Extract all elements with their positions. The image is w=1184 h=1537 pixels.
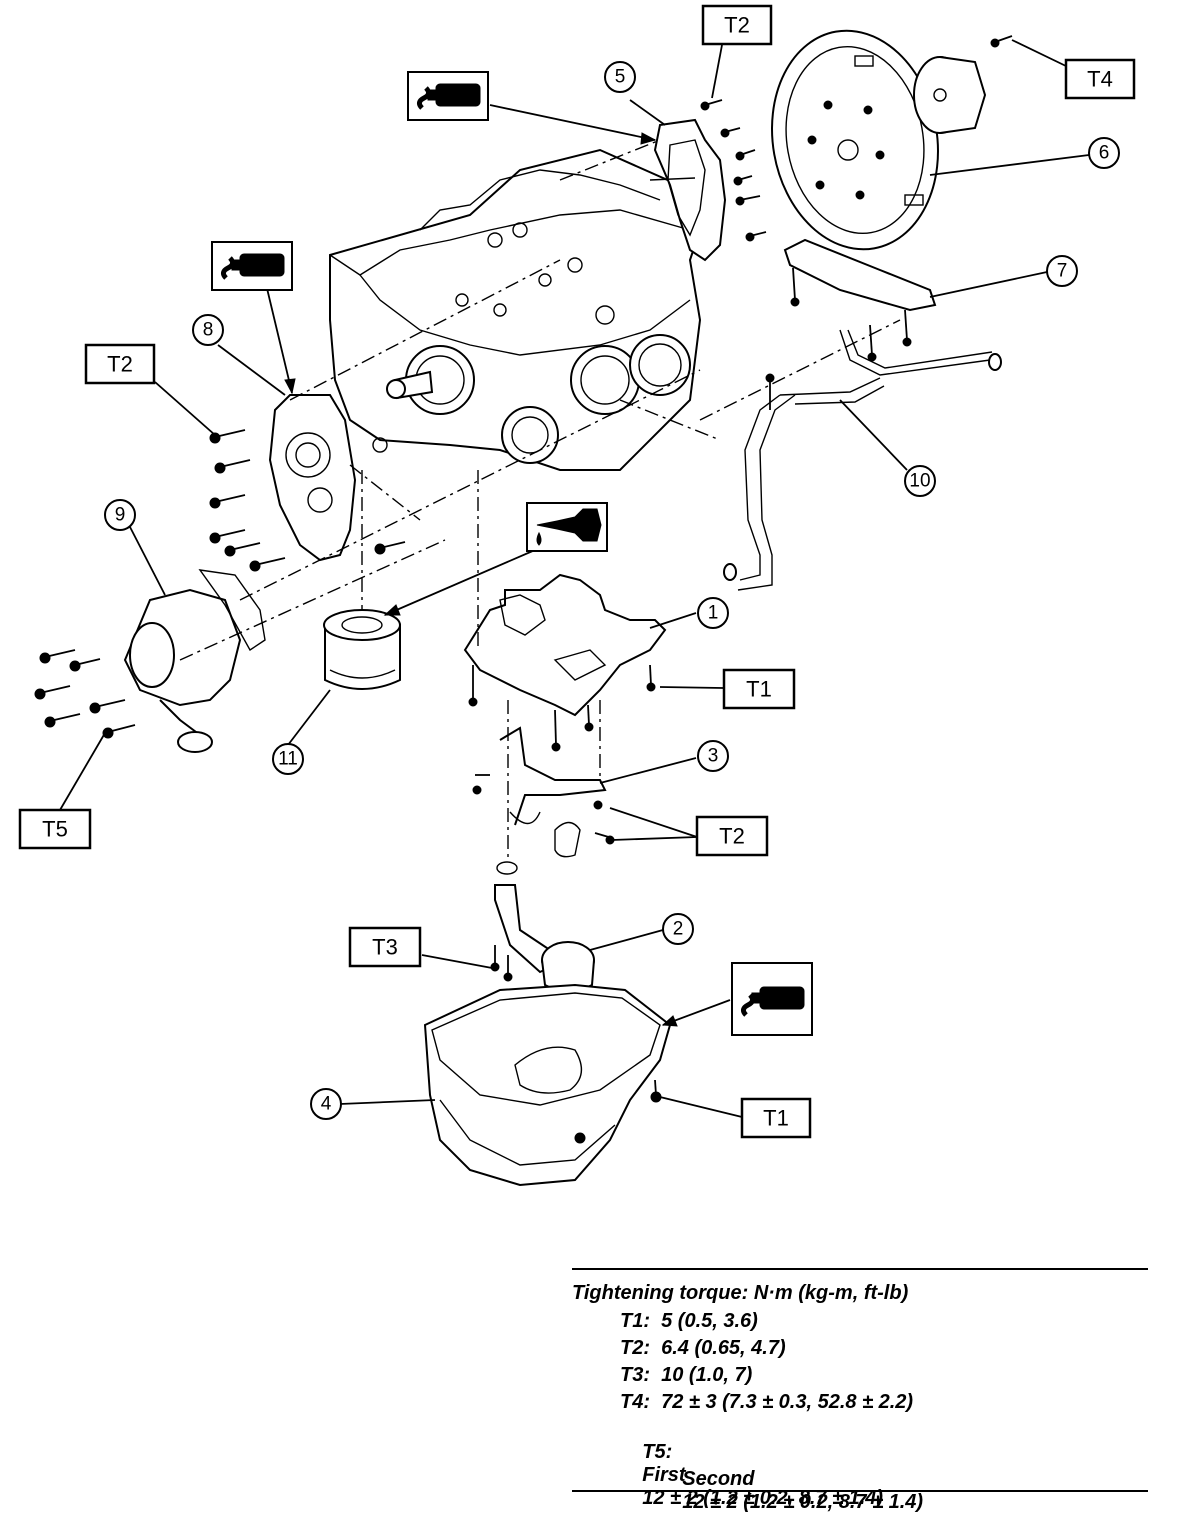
torque-t5-first-label: First (642, 1464, 686, 1486)
callout-11: 11 (272, 743, 304, 775)
callout-3: 3 (697, 740, 729, 772)
torque-t5-second-value: 12 ± 2 (1.2 ± 0.2, 8.7 ± 1.4) (682, 1491, 924, 1513)
svg-text:2: 2 (673, 919, 684, 940)
svg-text:3: 3 (708, 746, 719, 767)
engine-block (329, 148, 702, 471)
part-6-drive-plate (771, 29, 939, 251)
alignment-lines (179, 139, 901, 860)
sealant-icon (407, 71, 489, 121)
part-11-oil-filter (323, 609, 401, 690)
part-2-oil-strainer (490, 861, 595, 993)
t4-hub (913, 35, 1013, 134)
svg-text:1: 1 (708, 603, 719, 624)
svg-text:T3: T3 (372, 935, 398, 960)
svg-text:T2: T2 (719, 824, 745, 849)
part-3-stiffener (472, 726, 615, 858)
torque-row-t2: T2: 6.4 (0.65, 4.7) (620, 1337, 786, 1359)
sealant-icon (211, 241, 293, 291)
part-9-water-pump (34, 569, 266, 753)
torque-title: Tightening torque: N·m (kg-m, ft-lb) (572, 1282, 909, 1304)
torque-row-t4: T4: 72 ± 3 (7.3 ± 0.3, 52.8 ± 2.2) (620, 1391, 914, 1413)
svg-text:5: 5 (615, 67, 626, 88)
part-7-plate (783, 238, 937, 362)
svg-text:T4: T4 (1087, 67, 1113, 92)
svg-text:9: 9 (115, 505, 126, 526)
svg-text:6: 6 (1099, 143, 1110, 164)
torque-label-t2-top: T2 (701, 4, 773, 46)
torque-label-t2-left: T2 (84, 343, 156, 385)
part-10-pipe (723, 329, 1002, 591)
svg-text:8: 8 (203, 320, 214, 341)
svg-text:T1: T1 (763, 1106, 789, 1131)
part-4-oil-pan (423, 983, 672, 1187)
callout-8: 8 (192, 314, 224, 346)
torque-row-t3: T3: 10 (1.0, 7) (620, 1364, 753, 1386)
callout-2: 2 (662, 913, 694, 945)
callout-4: 4 (310, 1088, 342, 1120)
torque-spec-table: Tightening torque: N·m (kg-m, ft-lb) T1:… (572, 1268, 1148, 1513)
svg-text:T5: T5 (42, 817, 68, 842)
svg-text:11: 11 (278, 749, 298, 770)
bolts-part-8 (209, 429, 406, 572)
torque-label-t1-lower: T1 (740, 1097, 812, 1139)
callout-1: 1 (697, 597, 729, 629)
torque-label-t4: T4 (1064, 58, 1136, 100)
torque-label-t1-upper: T1 (722, 668, 796, 710)
bolts-part-9 (34, 649, 136, 739)
svg-text:T2: T2 (107, 352, 133, 377)
oil-icon (526, 502, 608, 552)
part-5-cover-plate (649, 99, 767, 262)
callout-10: 10 (904, 465, 936, 497)
torque-t5-key: T5: (642, 1441, 673, 1463)
svg-text:10: 10 (909, 471, 930, 492)
sealant-icon (731, 962, 813, 1036)
callout-6: 6 (1088, 137, 1120, 169)
part-8-oil-pump (209, 394, 406, 572)
torque-label-t2-mid: T2 (695, 815, 769, 857)
torque-row-t5-second: Second 12 ± 2 (1.2 ± 0.2, 8.7 ± 1.4) (660, 1445, 923, 1537)
callout-9: 9 (104, 499, 136, 531)
callout-5: 5 (604, 61, 636, 93)
torque-row-t5-first: T5: First 12 ± 2 (1.2 ± 0.2, 8.7 ± 1.4) (620, 1418, 883, 1533)
svg-text:T1: T1 (746, 677, 772, 702)
svg-text:7: 7 (1057, 261, 1068, 282)
bolts-part-5 (700, 99, 767, 242)
torque-label-t5: T5 (18, 808, 92, 850)
callout-7: 7 (1046, 255, 1078, 287)
torque-label-t3: T3 (348, 926, 422, 968)
leader-lines (59, 39, 1090, 1118)
svg-text:4: 4 (321, 1094, 332, 1115)
part-1-baffle-plate (463, 573, 667, 752)
torque-row-t1: T1: 5 (0.5, 3.6) (620, 1310, 758, 1332)
svg-text:T2: T2 (724, 13, 750, 38)
torque-t5-first-value: 12 ± 2 (1.2 ± 0.2, 8.7 ± 1.4) (642, 1487, 884, 1509)
torque-t5-second-label: Second (682, 1468, 755, 1490)
